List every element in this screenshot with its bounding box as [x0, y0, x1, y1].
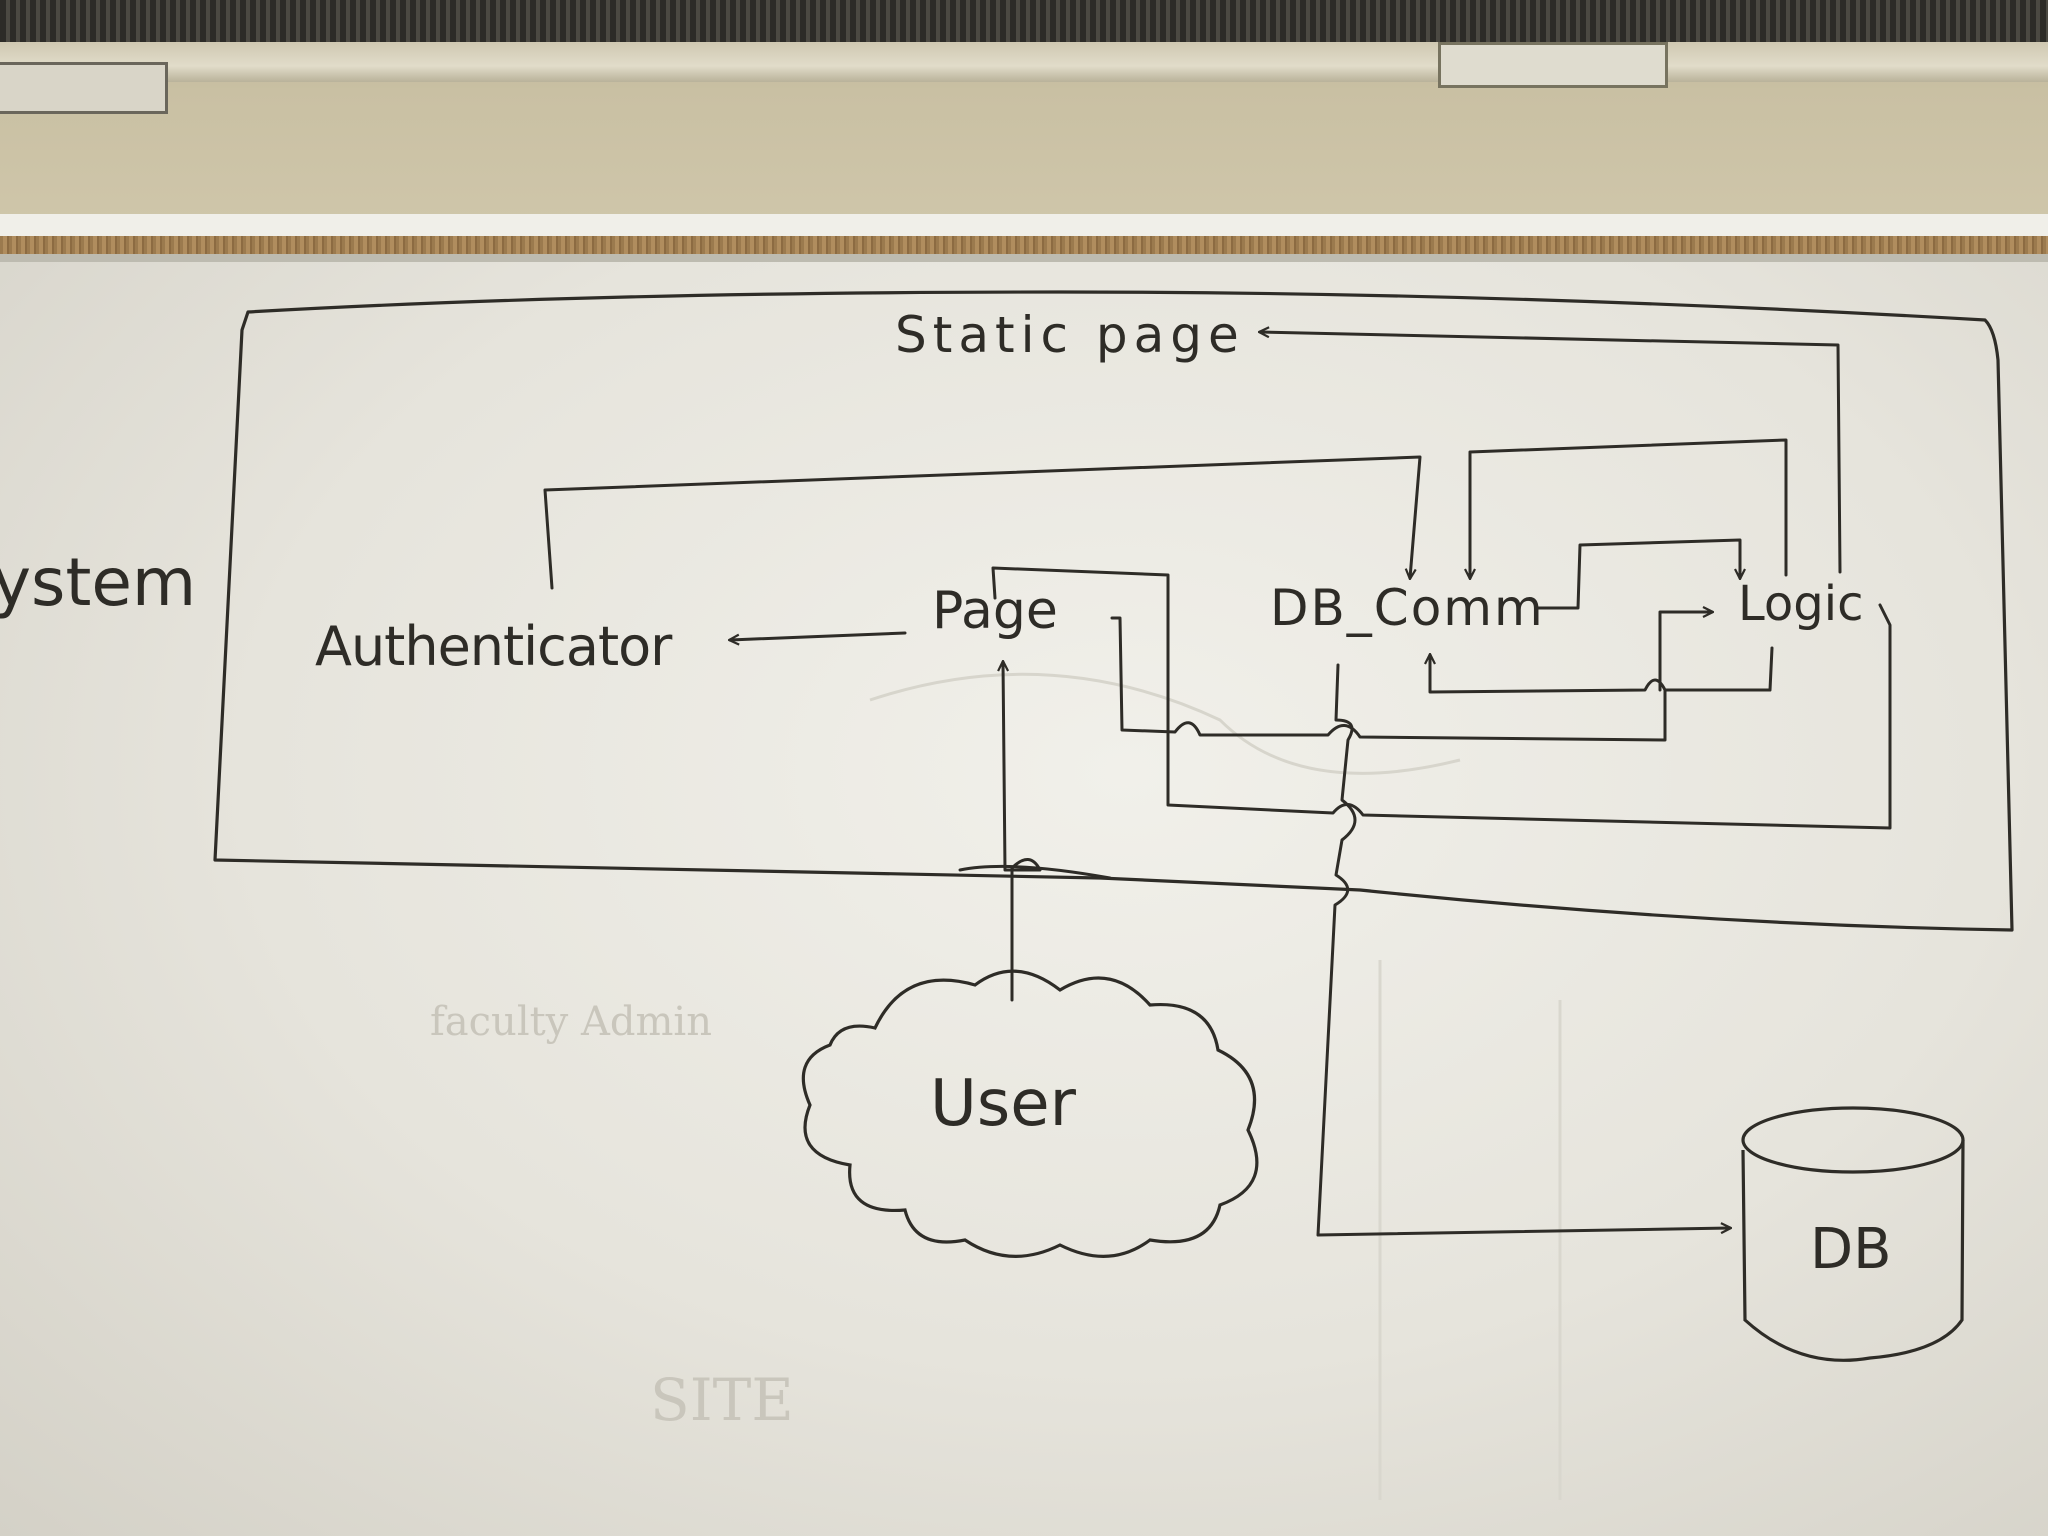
wall-fixture — [0, 42, 2048, 82]
logic-label: Logic — [1738, 576, 1863, 632]
cork-strip — [0, 236, 2048, 254]
ceiling-vent — [0, 0, 2048, 42]
authenticator-to-dbcomm-arrow — [543, 455, 1422, 590]
erased-writing: faculty Admin SITE — [430, 672, 1562, 1500]
user-to-page-arrow — [1003, 662, 1042, 1002]
user-cloud — [801, 969, 1259, 1258]
system-boundary — [213, 290, 2014, 932]
whiteboard — [0, 262, 2048, 1536]
logic-to-dbcomm-return-arrow — [1430, 646, 1774, 694]
system-label: ystem — [0, 544, 196, 621]
page-to-dbcomm-line — [1110, 616, 1667, 742]
db-comm-label: DB_Comm — [1270, 579, 1545, 637]
into-logic-arrow — [1658, 612, 1712, 692]
erased-text-site: SITE — [650, 1366, 794, 1434]
page-to-authenticator-arrow — [730, 631, 907, 640]
line-hop — [958, 864, 1112, 880]
fixture-bracket — [0, 62, 168, 114]
static-page-label: Static page — [895, 306, 1245, 364]
db-cylinder — [1741, 1106, 1965, 1362]
authenticator-label: Authenticator — [315, 615, 673, 678]
user-label: User — [930, 1067, 1077, 1141]
fixture-bracket — [1438, 42, 1668, 88]
whiteboard-frame — [0, 254, 2048, 262]
logic-to-dbcomm-arrow — [1470, 438, 1788, 578]
erased-text-faculty: faculty Admin — [430, 999, 712, 1045]
dbcomm-to-db-arrow — [1316, 663, 1730, 1237]
db-label: DB — [1810, 1217, 1892, 1282]
dbcomm-to-logic-arrow — [1536, 538, 1740, 610]
logic-to-static-page-arrow — [1260, 332, 1842, 574]
